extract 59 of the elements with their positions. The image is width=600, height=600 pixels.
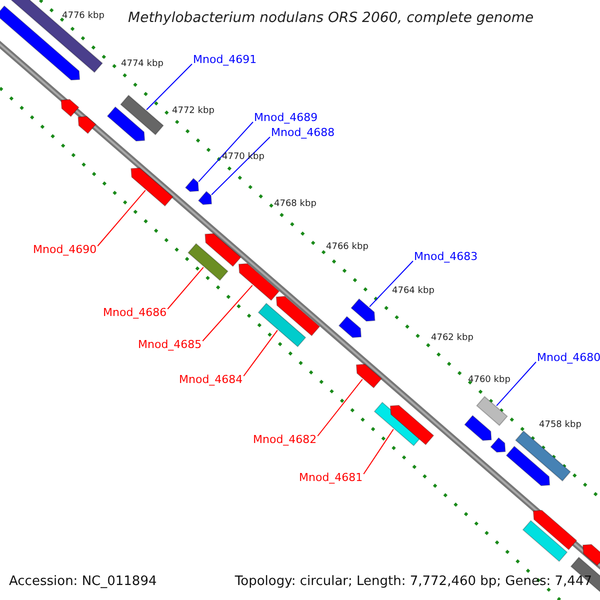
- gene-bar: [476, 396, 508, 426]
- gene-feature: [60, 99, 80, 118]
- gene-label: Mnod_4684: [179, 374, 243, 385]
- gene-feature: [356, 364, 382, 388]
- gene-label: Mnod_4686: [103, 307, 167, 318]
- scale-label: 4774 kbp: [121, 60, 164, 69]
- gene-feature: [78, 116, 96, 134]
- gene-feature: [338, 316, 362, 338]
- gene-label: Mnod_4682: [253, 434, 317, 445]
- scale-label: 4768 kbp: [274, 200, 316, 209]
- gene-feature: [506, 446, 550, 486]
- leader-line: [202, 284, 253, 342]
- leader-line: [317, 378, 363, 436]
- gene-feature: [276, 296, 320, 336]
- leader-line: [167, 266, 204, 310]
- gene-feature: [464, 414, 492, 441]
- gene-bar: [514, 430, 572, 482]
- gene-label: Mnod_4685: [138, 339, 202, 350]
- leader-line: [363, 428, 394, 474]
- gene-feature: [106, 106, 146, 142]
- gene-feature: [204, 233, 242, 268]
- gene-feature: [350, 298, 376, 322]
- leader-line: [211, 136, 270, 196]
- gene-feature: [238, 263, 280, 301]
- title: Methylobacterium nodulans ORS 2060, complete genome: [128, 11, 534, 25]
- gene-label: Mnod_4688: [271, 127, 335, 138]
- scale-label: 4770 kbp: [222, 153, 264, 162]
- gene-label: Mnod_4690: [33, 244, 97, 255]
- gene-feature: [184, 178, 200, 192]
- scale-label: 4772 kbp: [172, 107, 214, 116]
- gene-label: Mnod_4681: [299, 472, 363, 483]
- leader-line: [243, 330, 278, 376]
- gene-label: Mnod_4680: [537, 352, 600, 363]
- gene-feature: [390, 404, 434, 446]
- leader-line: [496, 362, 536, 406]
- gene-bar: [258, 302, 306, 348]
- gene-feature: [582, 544, 600, 566]
- accession-text: Accession: NC_011894: [9, 575, 157, 588]
- genome-info-text: Topology: circular; Length: 7,772,460 bp; Genes: 7,447: [234, 575, 592, 588]
- scale-label: 4776 kbp: [62, 12, 104, 21]
- gene-label: Mnod_4689: [254, 112, 318, 123]
- scale-label: 4762 kbp: [431, 334, 474, 343]
- gene-feature: [490, 437, 506, 453]
- gene-label: Mnod_4683: [414, 251, 478, 262]
- scale-label: 4758 kbp: [539, 421, 582, 430]
- gene-bar: [522, 520, 568, 562]
- gene-bar: [120, 94, 164, 136]
- scale-label: 4764 kbp: [392, 287, 434, 296]
- gene-feature: [532, 510, 578, 550]
- scale-label: 4766 kbp: [326, 243, 368, 252]
- gene-feature: [198, 190, 212, 206]
- leader-line: [369, 260, 414, 308]
- leader-line: [198, 122, 254, 182]
- leader-line: [146, 64, 192, 110]
- gene-feature: [130, 168, 174, 207]
- gene-bar: [188, 242, 228, 282]
- gene-label: Mnod_4691: [193, 54, 257, 65]
- leader-line: [97, 190, 146, 246]
- scale-label: 4760 kbp: [468, 376, 510, 385]
